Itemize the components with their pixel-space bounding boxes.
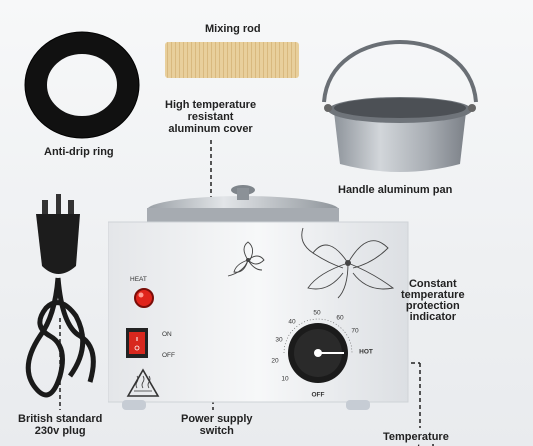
aluminum-pan-image [322, 40, 478, 172]
dial-off-label: OFF [311, 391, 325, 399]
switch-label: Power supply switch [181, 413, 253, 437]
plug-label: British standard 230v plug [18, 413, 103, 437]
indicator-label: Constant temperature protection indicato… [401, 278, 465, 323]
anti-drip-ring-image [24, 31, 140, 139]
dial-hot-label: HOT [359, 348, 373, 356]
temperature-control-label: Temperature control [383, 431, 449, 446]
anti-drip-ring-label: Anti-drip ring [44, 146, 114, 158]
dial-number: 60 [336, 314, 344, 322]
mixing-rod-label: Mixing rod [205, 23, 261, 35]
handle-pan-label: Handle aluminum pan [338, 184, 453, 196]
switch-on-label: ON [162, 331, 172, 338]
uk-plug-icon [25, 194, 96, 398]
cover-label: High temperature resistant aluminum cove… [165, 99, 257, 135]
dial-number: 20 [271, 357, 279, 365]
dial-number: 70 [351, 327, 359, 335]
dial-number: 40 [288, 318, 296, 326]
heat-label: HEAT [130, 276, 147, 283]
dial-number: 30 [275, 336, 283, 344]
dial-number: 50 [313, 309, 321, 317]
wax-heater-body [108, 185, 409, 410]
dial-number: 10 [281, 375, 289, 383]
mixing-rod-image [165, 42, 299, 78]
switch-off-label: OFF [162, 352, 175, 359]
